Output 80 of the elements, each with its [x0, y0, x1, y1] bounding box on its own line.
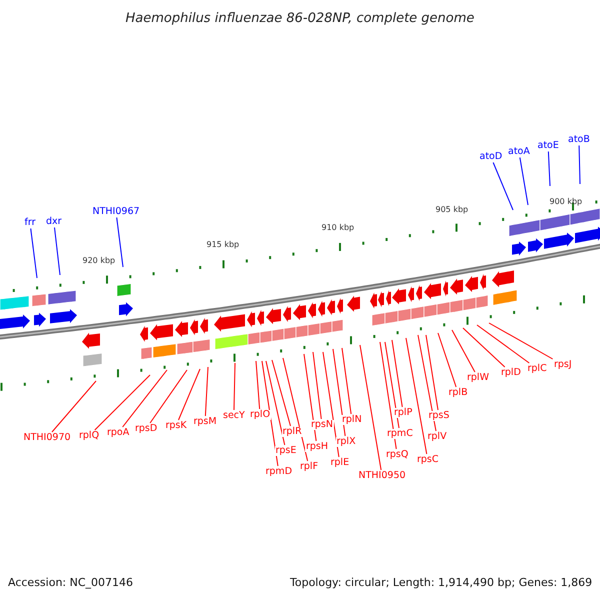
gene-label: rpsC: [416, 455, 440, 464]
leader-line: [178, 368, 200, 420]
gene-label: rplO: [249, 410, 272, 420]
gene-label: atoB: [567, 135, 591, 144]
gene-label: rpmC: [386, 429, 414, 438]
leader-line: [304, 354, 317, 442]
gene-label: rpsQ: [385, 450, 410, 460]
leader-line: [204, 366, 208, 416]
leader-line: [492, 162, 514, 210]
gene-label: NTHI0970: [22, 433, 72, 442]
scale-label: 915 kbp: [206, 241, 240, 249]
leader-line: [234, 362, 236, 410]
gene-label: rpsE: [274, 446, 298, 456]
leader-line: [272, 360, 291, 426]
gene-label: rpoA: [106, 428, 130, 438]
leader-line: [380, 342, 397, 450]
gene-label: secY: [222, 411, 246, 420]
leader-line: [462, 328, 506, 368]
gene-label: rplE: [330, 458, 350, 468]
scale-label: 900 kbp: [550, 198, 582, 206]
leader-line: [476, 324, 530, 364]
gene-label: rpmD: [264, 467, 294, 476]
gene-label: rpsS: [428, 411, 450, 420]
leader-line: [452, 330, 476, 372]
leader-line: [360, 344, 382, 470]
gene-label: dxr: [45, 217, 63, 226]
leader-line: [322, 352, 340, 458]
gene-label: atoE: [536, 141, 560, 150]
leader-line: [548, 151, 550, 186]
gene-label: rplX: [336, 437, 357, 446]
leader-line: [54, 227, 60, 276]
leader-line: [150, 370, 188, 424]
gene-label: rplQ: [78, 431, 100, 440]
scale-label: 920 kbp: [82, 257, 116, 265]
gene-label: rplW: [466, 373, 490, 382]
gene-label: atoA: [507, 147, 531, 156]
leader-line: [384, 342, 400, 428]
leader-line: [418, 334, 436, 432]
title: Haemophilus influenzae 86-028NP, complete genome: [126, 12, 474, 24]
gene-label: rplB: [448, 388, 469, 398]
gene-label: rplC: [526, 364, 548, 374]
leader-line: [332, 348, 346, 436]
gene-label: rpsM: [192, 417, 218, 426]
gene-label: atoD: [478, 152, 504, 162]
gene-label: rplR: [282, 427, 303, 436]
leader-line: [266, 360, 286, 446]
gene-label: rpsJ: [553, 360, 573, 370]
leader-line: [519, 157, 528, 206]
gene-label: rpsN: [310, 420, 334, 430]
leader-line: [256, 360, 260, 410]
gene-label: frr: [24, 218, 36, 228]
leader-line: [282, 358, 308, 462]
accession-text: Accession: NC_007146: [8, 576, 134, 588]
gene-label: NTHI0950: [358, 471, 407, 480]
genome-info-text: Topology: circular; Length: 1,914,490 bp; Genes: 1,869: [290, 576, 592, 588]
leader-line: [94, 374, 150, 430]
leader-line: [52, 380, 96, 432]
gene-label: rpsH: [305, 442, 330, 452]
leader-line: [488, 322, 554, 360]
gene-label: rplF: [299, 462, 320, 472]
gene-label: rpsD: [134, 424, 158, 434]
leader-line: [392, 340, 403, 408]
leader-line: [30, 228, 38, 278]
leader-line: [426, 334, 438, 410]
gene-label: rpsK: [164, 421, 188, 430]
leader-line: [438, 332, 457, 388]
leader-line: [122, 370, 168, 428]
gene-label: rplV: [426, 432, 448, 442]
gene-label: rplN: [341, 415, 363, 424]
leader-line: [116, 217, 124, 268]
gene-label: rplD: [500, 368, 522, 378]
gene-label: NTHI0967: [92, 207, 141, 216]
leader-line: [578, 145, 580, 184]
gene-label: rplP: [393, 408, 414, 418]
leader-line: [342, 348, 352, 414]
leader-line: [312, 352, 322, 420]
scale-label: 905 kbp: [436, 206, 468, 214]
leader-line: [262, 360, 278, 466]
scale-label: 910 kbp: [322, 224, 354, 232]
leader-line: [406, 338, 428, 454]
